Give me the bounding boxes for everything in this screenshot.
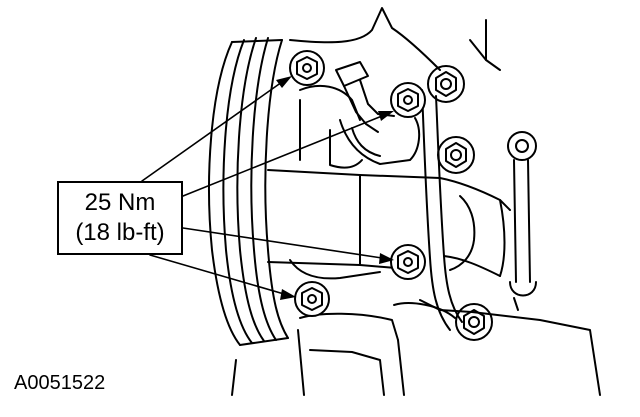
bracket-rod [507,131,537,311]
figure-id: A0051522 [14,372,106,394]
arrowhead-lower-left [280,289,296,300]
leader-upper-left [141,81,283,182]
torque-metric-label: 25 Nm [84,189,156,216]
pulley [208,37,305,396]
bolt-upper-center [390,82,426,118]
bolt-lower-center [390,244,426,280]
arrowhead-upper-left [276,76,292,88]
torque-imperial-label: (18 lb-ft) [75,219,165,246]
leader-lower-center [182,227,383,259]
arrowhead-lower-center [379,253,394,264]
arrowhead-upper-center [378,111,394,121]
leader-upper-center [182,115,383,197]
bolt-lower-left [294,281,330,317]
bracket-bolt-middle [437,136,475,174]
pump-housing [267,7,601,396]
torque-callout: 25 Nm (18 lb-ft) [57,181,183,255]
mounting-bracket [421,89,511,331]
bolt-upper-left [289,50,325,86]
bracket-bolt-bottom [455,303,493,341]
bracket-bolt-top [427,65,465,103]
leader-lines [141,76,394,300]
leader-lower-left [149,254,285,295]
